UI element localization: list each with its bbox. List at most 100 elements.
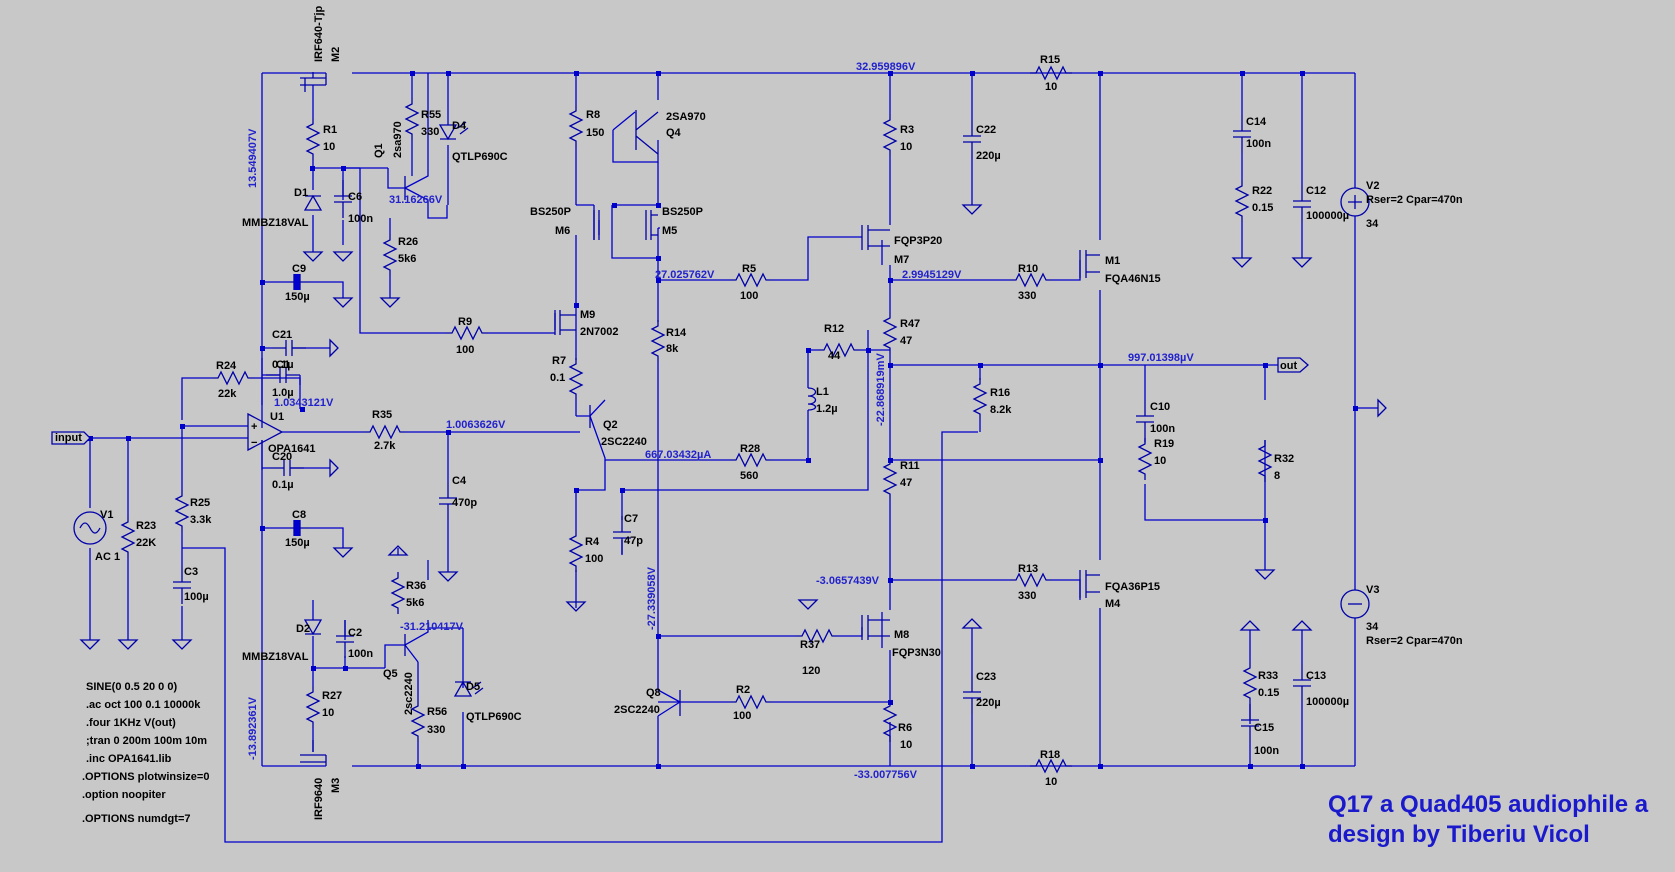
resistor-r4[interactable] [569,529,583,573]
c2-value: 100n [348,648,373,660]
r8-name: R8 [586,109,600,121]
source-v2[interactable] [1340,187,1370,217]
mosfet-m6[interactable] [593,210,600,240]
resistor-r3[interactable] [883,113,897,157]
q5-part: 2sc2240 [403,672,415,715]
led-d4[interactable] [438,121,469,141]
input-port[interactable] [51,431,91,445]
resistor-r35[interactable] [363,425,407,439]
c20-name: C20 [272,451,292,463]
resistor-r55[interactable] [405,97,419,141]
resistor-r5[interactable] [729,273,773,287]
ground-c8 [333,547,353,558]
source-v1[interactable] [73,511,107,545]
q5-name: Q5 [383,668,398,680]
c21-name: C21 [272,329,292,341]
d1-name: D1 [294,187,308,199]
resistor-r2[interactable] [729,695,773,709]
resistor-r24[interactable] [211,371,255,385]
ground-r32 [1255,569,1275,580]
c22-value: 220µ [976,150,1001,162]
resistor-r27[interactable] [306,685,320,729]
resistor-r33[interactable] [1243,661,1257,705]
junctions [88,71,1358,769]
q1-name: Q1 [373,143,385,158]
q4-part: 2SA970 [666,111,706,123]
mosfet-m5[interactable] [645,210,658,240]
mosfet-m1[interactable] [1079,250,1100,278]
zener-d2[interactable] [303,619,323,636]
resistor-r6[interactable] [883,699,897,743]
r55-value: 330 [421,126,439,138]
resistor-r8[interactable] [569,104,583,148]
resistor-r9[interactable] [445,326,489,340]
d2-name: D2 [296,623,310,635]
r25-value: 3.3k [190,514,212,526]
capacitor-c21[interactable] [271,339,307,357]
c23-name: C23 [976,671,996,683]
mosfet-m3[interactable] [300,740,327,766]
r26-name: R26 [398,236,418,248]
resistor-r25[interactable] [175,489,189,533]
resistor-r10[interactable] [1009,273,1053,287]
resistor-r11[interactable] [883,457,897,501]
resistor-r26[interactable] [383,233,397,277]
bjt-q4[interactable] [635,110,659,155]
r3-value: 10 [900,141,912,153]
ground-v1 [80,639,100,650]
mosfet-m8[interactable] [861,615,890,640]
ground-r33 [1239,620,1261,631]
voltage-q2-emitter-current: 667.03432µA [645,449,711,461]
resistor-r23[interactable] [121,515,135,559]
voltage-u1-out: 1.0343121V [274,397,334,409]
zener-d1[interactable] [303,194,323,211]
mosfet-m4[interactable] [1079,570,1100,598]
capacitor-c8[interactable] [290,520,310,536]
mosfet-m2[interactable] [300,72,327,92]
c23-value: 220µ [976,697,1001,709]
directive-ac: .ac oct 100 0.1 10000k [86,699,201,711]
c8-value: 150µ [285,537,310,549]
mosfet-m9[interactable] [554,310,576,335]
directive-sine: SINE(0 0.5 20 0 0) [86,681,177,693]
resistor-r19[interactable] [1138,437,1152,481]
c13-name: C13 [1306,670,1326,682]
r18-name: R18 [1040,749,1060,761]
capacitor-c9[interactable] [290,274,310,290]
c3-value: 100µ [184,591,209,603]
r37-value: 120 [802,665,820,677]
l1-value: 1.2µ [816,403,838,415]
mosfet-m7[interactable] [861,225,890,250]
r19-value: 10 [1154,455,1166,467]
r12-name: R12 [824,323,844,335]
resistor-r14[interactable] [651,319,665,363]
voltage-left-upper: 13.549407V [247,128,259,188]
resistor-r28[interactable] [729,453,773,467]
r56-value: 330 [427,724,445,736]
c21-value: 0.1µ [272,359,294,371]
voltage-bottom-rail: -33.007756V [854,769,918,781]
q2-name: Q2 [603,419,618,431]
resistor-r22[interactable] [1235,179,1249,223]
opamp-u1[interactable]: + − [247,412,284,452]
resistor-r16[interactable] [973,377,987,421]
m8-part: FQP3N30 [892,647,941,659]
led-d5[interactable] [453,680,484,697]
resistor-r7[interactable] [569,357,583,401]
c13-value: 100000µ [1306,696,1349,708]
c2-name: C2 [348,627,362,639]
out-port[interactable] [1277,357,1309,373]
v2-value: 34 [1366,218,1379,230]
resistor-r47[interactable] [883,311,897,355]
resistor-r1[interactable] [306,117,320,161]
r37-name: R37 [800,639,820,651]
resistor-r13[interactable] [1009,573,1053,587]
r13-value: 330 [1018,590,1036,602]
source-v3[interactable] [1340,589,1370,619]
v1-name: V1 [100,509,113,521]
r33-name: R33 [1258,670,1278,682]
resistor-r36[interactable] [391,571,405,615]
inductor-l1[interactable] [807,387,817,411]
c20-value: 0.1µ [272,479,294,491]
